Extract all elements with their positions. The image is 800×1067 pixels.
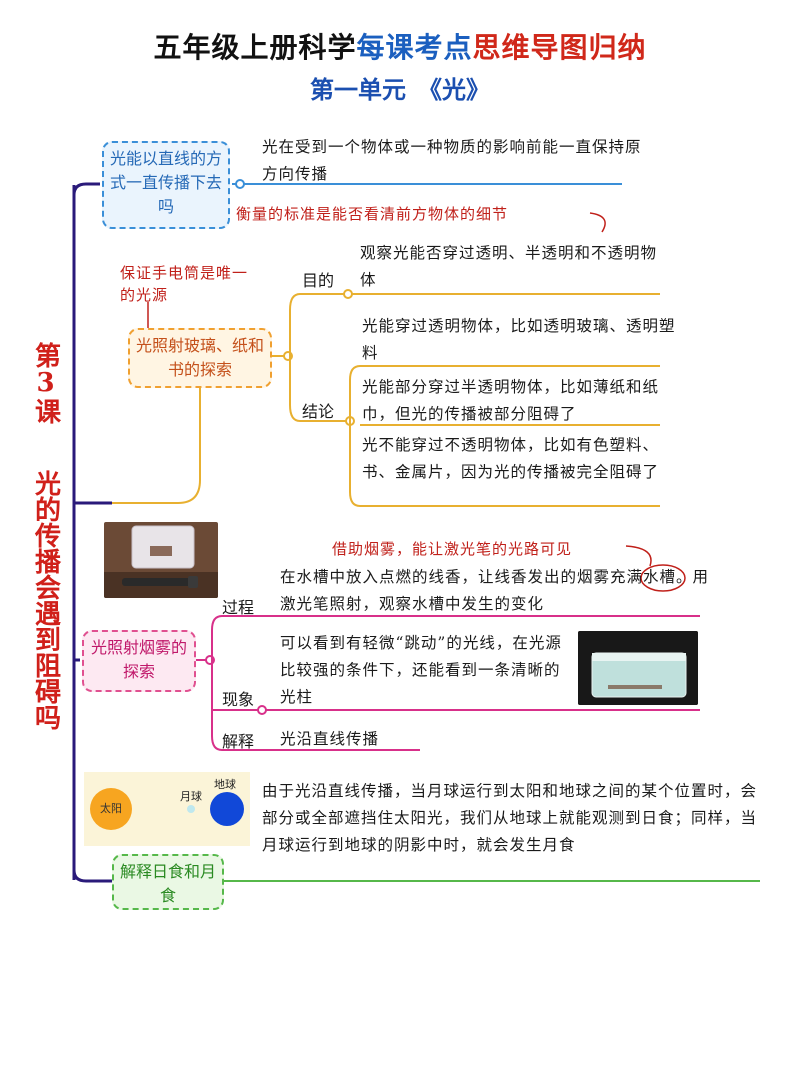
smoke-tank-image	[578, 631, 698, 705]
sun-icon: 太阳	[90, 788, 132, 830]
explanation-label: 解释	[222, 732, 255, 751]
note3-arrow	[625, 545, 652, 567]
lesson-title: 光的传播会遇到阻碍吗	[22, 470, 68, 739]
title-part-3: 思维导图归纳	[472, 31, 647, 64]
trunk-bottom-curve	[72, 869, 112, 883]
smoke-circle	[640, 564, 686, 592]
conclusion-item-2: 光能部分穿过半透明物体，比如薄纸和纸巾，但光的传播被部分阻碍了	[362, 378, 660, 423]
eclipse-diagram: 太阳 月球 地球	[84, 772, 250, 846]
phenomenon-label: 现象	[222, 690, 255, 709]
page-title: 五年级上册科学每课考点思维导图归纳	[0, 26, 800, 66]
conclusion-item-1: 光能穿过透明物体，比如透明玻璃、透明塑料	[362, 317, 676, 362]
branch1-topic: 光能以直线的方式一直传播下去吗	[102, 141, 230, 229]
moon-icon	[187, 805, 195, 813]
phenomenon-node	[257, 705, 267, 715]
title-part-1: 五年级上册科学	[153, 31, 357, 64]
branch2-fork	[289, 293, 301, 422]
phenomenon-text: 可以看到有轻微“跳动”的光线，在光源比较强的条件下，还能看到一条清晰的光柱	[280, 634, 562, 706]
title-part-2: 每课考点	[356, 31, 473, 64]
lesson-title-text: 光的传播会遇到阻碍吗	[30, 470, 61, 730]
conclusion-fork	[349, 365, 361, 507]
sun-label: 太阳	[100, 802, 122, 815]
note1-arrow	[589, 212, 606, 233]
branch1-text: 光在受到一个物体或一种物质的影响前能一直保持原方向传播	[262, 138, 642, 183]
purpose-node	[343, 289, 353, 299]
earth-label: 地球	[214, 778, 236, 791]
explanation-text: 光沿直线传播	[280, 730, 380, 748]
moon-label: 月球	[180, 790, 202, 803]
conclusion-item-3: 光不能穿过不透明物体，比如有色塑料、书、金属片，因为光的传播被完全阻碍了	[362, 436, 660, 481]
process-text: 在水槽中放入点燃的线香，让线香发出的烟雾充满水槽。用激光笔照射，观察水槽中发生的…	[280, 568, 710, 613]
branch3-note: 借助烟雾，能让激光笔的光路可见	[332, 540, 573, 558]
conclusion-label: 结论	[302, 402, 335, 421]
branch4-text: 由于光沿直线传播，当月球运行到太阳和地球之间的某个位置时，会部分或全部遮挡住太阳…	[262, 782, 758, 854]
branch3-topic: 光照射烟雾的探索	[82, 630, 196, 692]
trunk-top-curve	[72, 182, 100, 196]
purpose-label: 目的	[302, 271, 335, 290]
flashlight-box-photo	[104, 522, 218, 598]
branch1-note: 衡量的标准是能否看清前方物体的细节	[236, 205, 509, 223]
flashlight-box-image	[104, 522, 218, 598]
branch4-topic: 解释日食和月食	[112, 854, 224, 910]
purpose-text: 观察光能否穿过透明、半透明和不透明物体	[360, 244, 658, 289]
branch1-node	[235, 179, 245, 189]
lesson-number-text: 第3课	[30, 342, 61, 424]
branch2-topic: 光照射玻璃、纸和书的探索	[128, 328, 272, 388]
lesson-number: 第3课	[22, 342, 68, 432]
earth-icon	[210, 792, 244, 826]
process-label: 过程	[222, 598, 255, 617]
page-subtitle: 第一单元 《光》	[310, 76, 490, 104]
branch3-fork	[211, 615, 223, 751]
smoke-tank-photo	[578, 631, 698, 705]
branch2-link	[112, 388, 201, 504]
branch2-note: 保证手电筒是唯一的光源	[120, 264, 249, 304]
